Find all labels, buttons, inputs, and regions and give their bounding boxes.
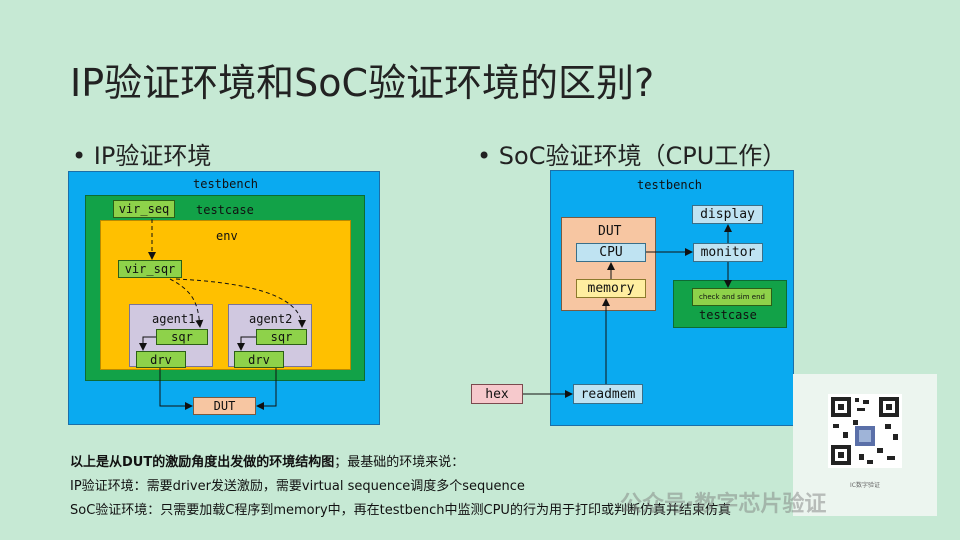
agent2-drv: drv <box>234 351 284 368</box>
drv2-to-dut-arrow <box>256 368 277 410</box>
vir-seq-box: vir_seq <box>113 200 175 218</box>
vir-sqr-to-agent1-arrow <box>169 278 204 328</box>
qr-caption: IC数字验证 <box>850 482 880 489</box>
agent1-drv: drv <box>136 351 186 368</box>
note-line-2: IP验证环境：需要driver发送激励，需要virtual sequence调度… <box>70 479 525 494</box>
agent1-sqr: sqr <box>156 329 208 345</box>
watermark: 公众号·数字芯片验证 <box>620 492 827 517</box>
agent2-label: agent2 <box>249 312 293 326</box>
env-label: env <box>216 229 238 243</box>
soc-testcase-label: testcase <box>699 308 757 322</box>
ip-dut-box: DUT <box>193 397 256 415</box>
vir-sqr-to-agent2-arrow <box>175 278 306 328</box>
agent1-sqr-to-drv-arrow <box>139 336 156 351</box>
ip-testcase-label: testcase <box>196 203 254 217</box>
agent2-sqr-to-drv-arrow <box>237 336 256 351</box>
soc-env-bullet: • SoC验证环境（CPU工作） <box>477 142 787 170</box>
vir-sqr-box: vir_sqr <box>118 260 182 278</box>
note-line-1: 以上是从DUT的激励角度出发做的环境结构图；最基础的环境来说： <box>70 451 464 470</box>
agent2-sqr: sqr <box>256 329 307 345</box>
note-line-1-rest: ；最基础的环境来说： <box>334 455 465 470</box>
soc-testbench-label: testbench <box>637 178 703 192</box>
qr-code-panel: IC数字验证 <box>793 374 937 516</box>
display-box: display <box>692 205 763 224</box>
qr-code-icon <box>828 394 902 468</box>
agent1-label: agent1 <box>152 312 196 326</box>
check-sim-end-box: check and sim end <box>692 288 772 306</box>
readmem-box: readmem <box>573 384 643 404</box>
hex-box: hex <box>471 384 523 404</box>
page-title: IP验证环境和SoC验证环境的区别? <box>70 61 655 105</box>
note-line-1-bold: 以上是从DUT的激励角度出发做的环境结构图 <box>70 455 335 470</box>
monitor-box: monitor <box>693 243 763 262</box>
drv1-to-dut-arrow <box>159 368 193 410</box>
cpu-box: CPU <box>576 243 646 262</box>
note-line-3: SoC验证环境：只需要加载C程序到memory中，再在testbench中监测C… <box>70 503 731 518</box>
memory-box: memory <box>576 279 646 298</box>
ip-testbench-label: testbench <box>193 177 259 191</box>
ip-env-bullet: • IP验证环境 <box>72 142 212 170</box>
soc-dut-label: DUT <box>598 224 622 239</box>
